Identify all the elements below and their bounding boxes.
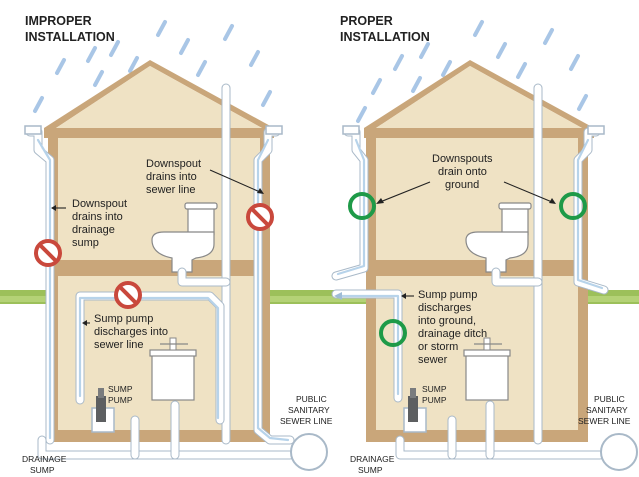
right-downspout: [573, 125, 609, 295]
toilet-icon: [151, 202, 218, 273]
prohibited-icon: [114, 281, 142, 309]
sewer-main-pipe: [395, 433, 638, 471]
callout-downspout-sewer: drains into: [146, 171, 197, 183]
callout-sump-pump: sewer line: [94, 339, 144, 351]
label-drainage-sump: SUMP: [30, 465, 55, 475]
callout-downspout-sump: drainage: [72, 224, 115, 236]
sump-pump-discharge-pipe: [331, 289, 403, 403]
sump-pump-icon: [403, 388, 427, 433]
label-sanitary-sewer: SANITARY: [586, 405, 628, 415]
label-drainage-sump: DRAINAGE: [350, 454, 395, 464]
label-sanitary-sewer: SEWER LINE: [280, 416, 333, 426]
callout-sump-pump: sewer: [418, 354, 448, 366]
check-circle-icon: [559, 192, 587, 220]
panel-title: IMPROPER: [25, 14, 92, 28]
label-sump-pump: SUMP: [422, 384, 447, 394]
callout-downspout-sewer: Downspout: [146, 158, 201, 170]
label-sanitary-sewer: SANITARY: [288, 405, 330, 415]
water-heater-icon: [149, 337, 197, 401]
panel-title: INSTALLATION: [340, 30, 430, 44]
callout-downspout-sump: drains into: [72, 211, 123, 223]
callout-downspouts-ground: Downspouts: [432, 153, 493, 165]
sump-pump-discharge-pipe: [75, 291, 225, 425]
check-circle-icon: [348, 192, 376, 220]
proper-installation-panel: PROPER INSTALLATION Downspouts drain ont…: [320, 14, 639, 475]
label-sanitary-sewer: PUBLIC: [594, 394, 625, 404]
water-heater-icon: [463, 337, 511, 401]
label-sump-pump: PUMP: [108, 395, 133, 405]
left-downspout: [24, 125, 55, 445]
sewer-main-pipe: [37, 433, 328, 471]
label-sump-pump: PUMP: [422, 395, 447, 405]
improper-installation-panel: IMPROPER INSTALLATION Downspout drains i…: [0, 14, 333, 475]
callout-downspouts-ground: ground: [445, 179, 479, 191]
right-downspout: [253, 125, 295, 445]
prohibited-icon: [34, 239, 62, 267]
toilet-icon: [465, 202, 532, 273]
label-sanitary-sewer: PUBLIC: [296, 394, 327, 404]
prohibited-icon: [246, 203, 274, 231]
callout-sump-pump: discharges into: [94, 326, 168, 338]
callout-sump-pump: Sump pump: [418, 289, 477, 301]
callout-downspout-sewer: sewer line: [146, 184, 196, 196]
check-circle-icon: [379, 319, 407, 347]
label-sump-pump: SUMP: [108, 384, 133, 394]
left-downspout: [331, 125, 369, 281]
callout-sump-pump: into ground,: [418, 315, 476, 327]
roof: [364, 60, 594, 128]
callout-sump-pump: drainage ditch: [418, 328, 487, 340]
callout-downspout-sump: Downspout: [72, 198, 127, 210]
label-sanitary-sewer: SEWER LINE: [578, 416, 631, 426]
label-drainage-sump: SUMP: [358, 465, 383, 475]
callout-sump-pump: discharges: [418, 302, 472, 314]
panel-title: PROPER: [340, 14, 393, 28]
label-drainage-sump: DRAINAGE: [22, 454, 67, 464]
callout-sump-pump: Sump pump: [94, 313, 153, 325]
rain-drop-icon: [356, 20, 588, 123]
callout-downspout-sump: sump: [72, 237, 99, 249]
callout-downspouts-ground: drain onto: [438, 166, 487, 178]
callout-sump-pump: or storm: [418, 341, 458, 353]
rain-drop-icon: [33, 20, 272, 113]
panel-title: INSTALLATION: [25, 30, 115, 44]
roof: [44, 60, 274, 128]
sump-pump-icon: [91, 388, 115, 433]
